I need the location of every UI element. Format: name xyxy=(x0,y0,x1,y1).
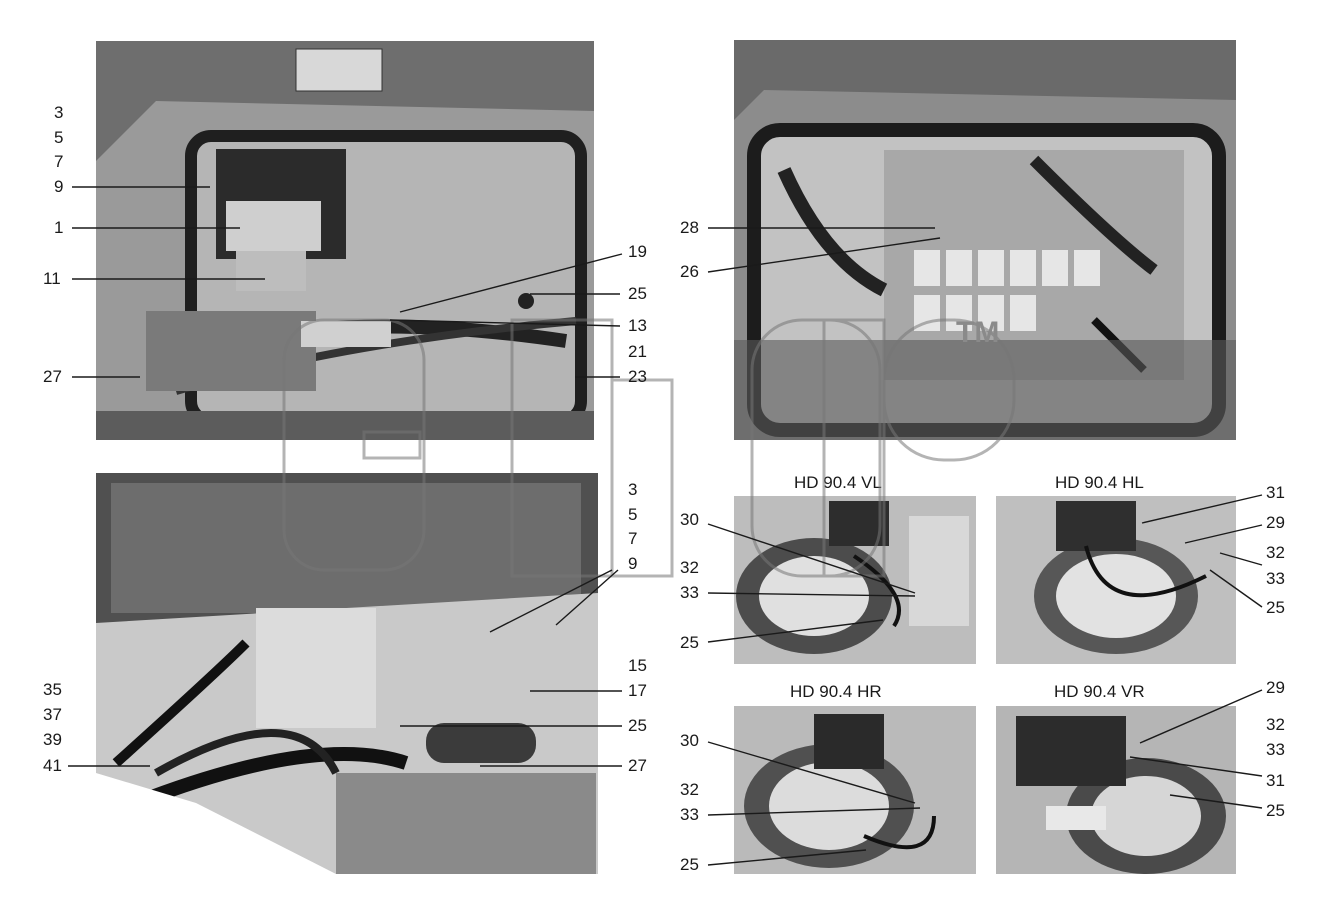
callout-tl-19: 19 xyxy=(628,242,647,261)
callout-tl-1: 1 xyxy=(54,218,64,237)
callout-hr-33: 33 xyxy=(680,805,699,824)
callout-bl-25: 25 xyxy=(628,716,647,735)
callout-hr-25: 25 xyxy=(680,855,699,874)
caption-hd-hl: HD 90.4 HL xyxy=(1055,473,1144,492)
photo-top-left xyxy=(96,41,594,440)
callout-tr-26: 26 xyxy=(680,262,699,281)
callout-tl-7: 7 xyxy=(54,152,64,171)
callout-tl-25: 25 xyxy=(628,284,647,303)
callout-vl-33: 33 xyxy=(680,583,699,602)
callout-vl-30: 30 xyxy=(680,510,699,529)
callout-tl-11: 11 xyxy=(43,269,61,288)
callout-bl-17: 17 xyxy=(628,681,647,700)
watermark-tm: TM xyxy=(956,316,1000,349)
callout-bl-41: 41 xyxy=(43,756,62,775)
callout-vr-32: 32 xyxy=(1266,715,1285,734)
photo-hd-vl xyxy=(734,496,976,664)
caption-hd-hr: HD 90.4 HR xyxy=(790,682,882,701)
callout-tl-5: 5 xyxy=(54,128,64,147)
callout-bl-9: 9 xyxy=(628,554,638,573)
photo-hd-hr xyxy=(734,706,976,874)
callout-hl-29: 29 xyxy=(1266,513,1285,532)
photo-hd-vr xyxy=(996,706,1236,874)
callout-hl-33: 33 xyxy=(1266,569,1285,588)
callout-tl-3: 3 xyxy=(54,103,64,122)
callout-tl-27: 27 xyxy=(43,367,62,386)
caption-hd-vl: HD 90.4 VL xyxy=(794,473,882,492)
photo-hd-hl xyxy=(996,496,1236,664)
callout-vl-25: 25 xyxy=(680,633,699,652)
photo-top-right xyxy=(734,40,1236,440)
callout-bl-7: 7 xyxy=(628,529,638,548)
callout-bl-35: 35 xyxy=(43,680,62,699)
callout-tl-23: 23 xyxy=(628,367,647,386)
callout-bl-37: 37 xyxy=(43,705,62,724)
callout-hl-32: 32 xyxy=(1266,543,1285,562)
callout-vr-29: 29 xyxy=(1266,678,1285,697)
callout-vr-31: 31 xyxy=(1266,771,1285,790)
callout-bl-27: 27 xyxy=(628,756,647,775)
callout-hl-25: 25 xyxy=(1266,598,1285,617)
photo-bottom-left xyxy=(96,473,598,874)
callout-vr-33: 33 xyxy=(1266,740,1285,759)
callout-hr-32: 32 xyxy=(680,780,699,799)
callout-vl-32: 32 xyxy=(680,558,699,577)
callout-tr-28: 28 xyxy=(680,218,699,237)
callout-tl-9: 9 xyxy=(54,177,64,196)
callout-hl-31: 31 xyxy=(1266,483,1285,502)
callout-tl-21: 21 xyxy=(628,342,647,361)
callout-tl-13: 13 xyxy=(628,316,647,335)
callout-vr-25: 25 xyxy=(1266,801,1285,820)
callout-bl-39: 39 xyxy=(43,730,62,749)
callout-hr-30: 30 xyxy=(680,731,699,750)
callout-bl-3: 3 xyxy=(628,480,638,499)
callout-bl-15: 15 xyxy=(628,656,647,675)
callout-bl-5: 5 xyxy=(628,505,638,524)
caption-hd-vr: HD 90.4 VR xyxy=(1054,682,1145,701)
